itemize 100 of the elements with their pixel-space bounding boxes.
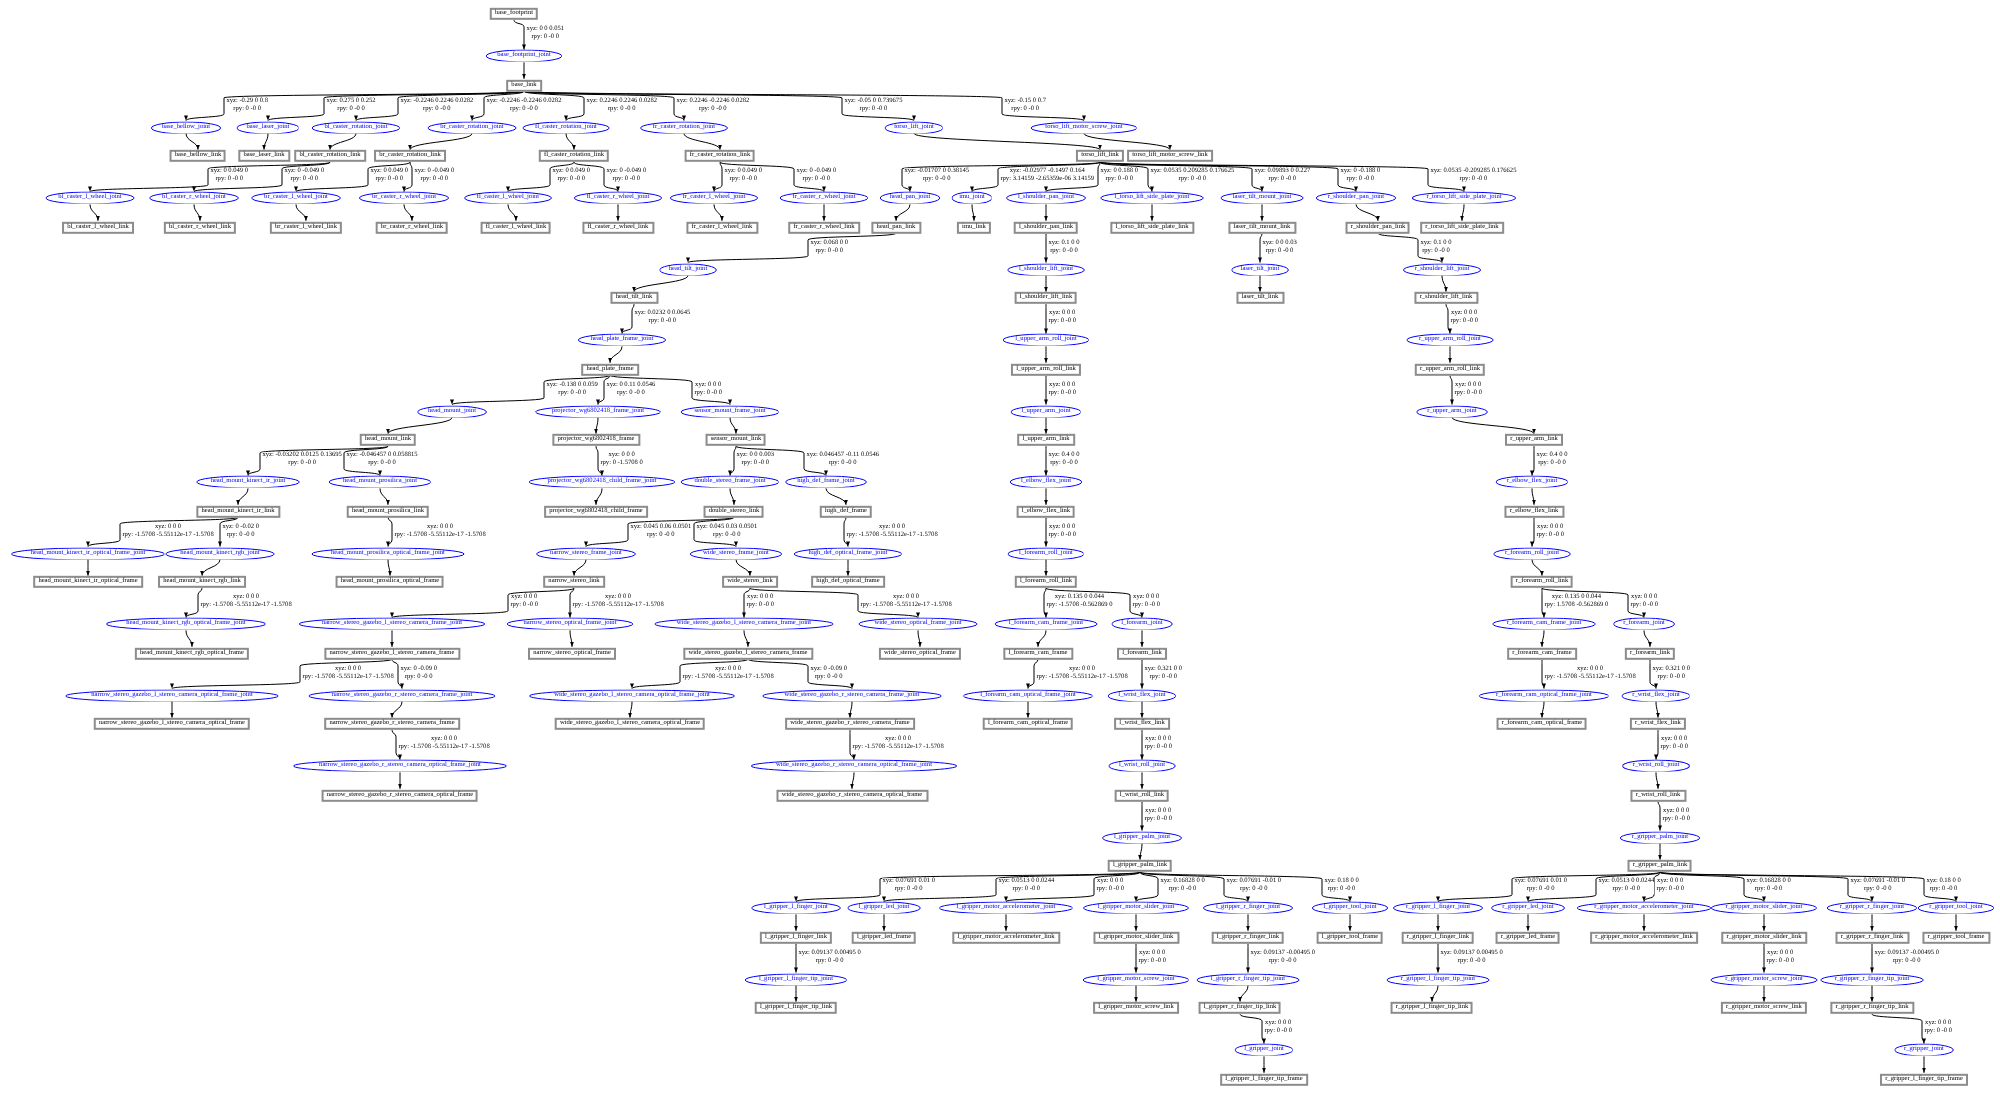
arrow bbox=[794, 984, 798, 1003]
arrow bbox=[729, 416, 738, 435]
arrow bbox=[1099, 161, 1263, 193]
arrow bbox=[1762, 942, 1766, 974]
arrow bbox=[1530, 516, 1535, 548]
arrow bbox=[1540, 629, 1545, 648]
arrow bbox=[390, 700, 403, 719]
arrow bbox=[379, 487, 390, 506]
arrow bbox=[749, 587, 919, 619]
arrow bbox=[1044, 416, 1048, 435]
arrow bbox=[89, 161, 331, 193]
arrow bbox=[843, 516, 850, 548]
arrow bbox=[849, 729, 856, 761]
arrow bbox=[712, 161, 723, 193]
arrow bbox=[1258, 274, 1262, 293]
arrow bbox=[1657, 800, 1662, 832]
arrow bbox=[1655, 700, 1660, 719]
arrow bbox=[1045, 161, 1101, 193]
arrow bbox=[628, 700, 633, 719]
arrow bbox=[522, 61, 526, 80]
arrow bbox=[1430, 984, 1439, 1003]
arrow bbox=[719, 161, 825, 193]
arrow bbox=[1036, 629, 1047, 648]
arrow bbox=[1004, 913, 1008, 932]
arrow bbox=[1377, 232, 1443, 264]
arrow bbox=[1044, 374, 1048, 406]
arrow bbox=[409, 132, 473, 151]
arrow bbox=[1140, 771, 1144, 790]
arrow bbox=[1659, 871, 1765, 903]
arrow bbox=[1026, 700, 1030, 719]
arrow bbox=[573, 161, 619, 193]
arrow bbox=[1044, 203, 1048, 222]
arrow bbox=[913, 132, 1101, 151]
arrow bbox=[1258, 232, 1263, 264]
arrow bbox=[523, 90, 585, 122]
arrow bbox=[794, 913, 798, 932]
arrow bbox=[1044, 558, 1048, 577]
arrow bbox=[743, 629, 750, 648]
arrow bbox=[595, 445, 604, 477]
arrow bbox=[1530, 445, 1535, 477]
arrow bbox=[295, 203, 308, 222]
arrow bbox=[1540, 700, 1545, 719]
arrow bbox=[387, 416, 453, 435]
arrow bbox=[1026, 658, 1039, 690]
arrow bbox=[1140, 700, 1144, 719]
arrow bbox=[403, 203, 414, 222]
arrow bbox=[391, 658, 404, 690]
arrow bbox=[1099, 161, 1154, 193]
arrow bbox=[1134, 913, 1138, 932]
arrow bbox=[594, 487, 603, 506]
arrow bbox=[742, 587, 751, 619]
arrow bbox=[687, 232, 897, 264]
arrow bbox=[1139, 871, 1351, 903]
arrow bbox=[1436, 942, 1440, 974]
arrow bbox=[1526, 913, 1530, 932]
arrow bbox=[747, 658, 853, 690]
arrow bbox=[883, 871, 1141, 903]
arrow bbox=[1870, 942, 1874, 974]
arrow bbox=[329, 132, 357, 151]
arrow bbox=[1044, 303, 1048, 335]
arrow bbox=[218, 516, 239, 548]
arrow bbox=[355, 90, 525, 122]
arrow bbox=[1045, 587, 1143, 619]
arrow bbox=[86, 558, 90, 577]
arrow bbox=[386, 516, 393, 548]
arrow bbox=[1135, 871, 1159, 903]
arrow bbox=[343, 445, 389, 477]
arrow bbox=[1134, 984, 1138, 1003]
arrow bbox=[971, 161, 1101, 193]
arrow bbox=[882, 913, 886, 932]
arrow bbox=[713, 203, 724, 222]
arrow bbox=[89, 203, 100, 222]
arrow bbox=[523, 90, 685, 122]
arrow bbox=[1083, 132, 1171, 151]
arrow bbox=[1659, 871, 1957, 903]
arrow bbox=[729, 487, 736, 506]
arrow bbox=[850, 771, 855, 790]
arrow bbox=[1139, 871, 1249, 903]
arrow bbox=[247, 445, 389, 477]
arrow bbox=[1134, 942, 1138, 974]
arrow bbox=[236, 487, 249, 506]
arrow bbox=[1643, 871, 1661, 903]
arrow bbox=[262, 132, 269, 151]
arrow bbox=[822, 203, 826, 222]
arrow bbox=[1260, 203, 1264, 222]
arrow bbox=[185, 587, 203, 619]
arrow bbox=[1043, 587, 1048, 619]
arrow bbox=[1150, 203, 1154, 222]
arrow bbox=[1441, 274, 1448, 293]
arrow bbox=[295, 161, 411, 193]
arrow bbox=[1655, 771, 1660, 790]
arrow bbox=[825, 487, 847, 506]
arrow bbox=[1658, 842, 1662, 861]
arrow bbox=[1238, 984, 1249, 1003]
arrow bbox=[1870, 913, 1874, 932]
arrow bbox=[901, 161, 1101, 193]
arrow bbox=[398, 771, 402, 790]
arrow bbox=[1445, 303, 1452, 335]
arrow bbox=[971, 203, 976, 222]
arrow bbox=[1348, 913, 1352, 932]
